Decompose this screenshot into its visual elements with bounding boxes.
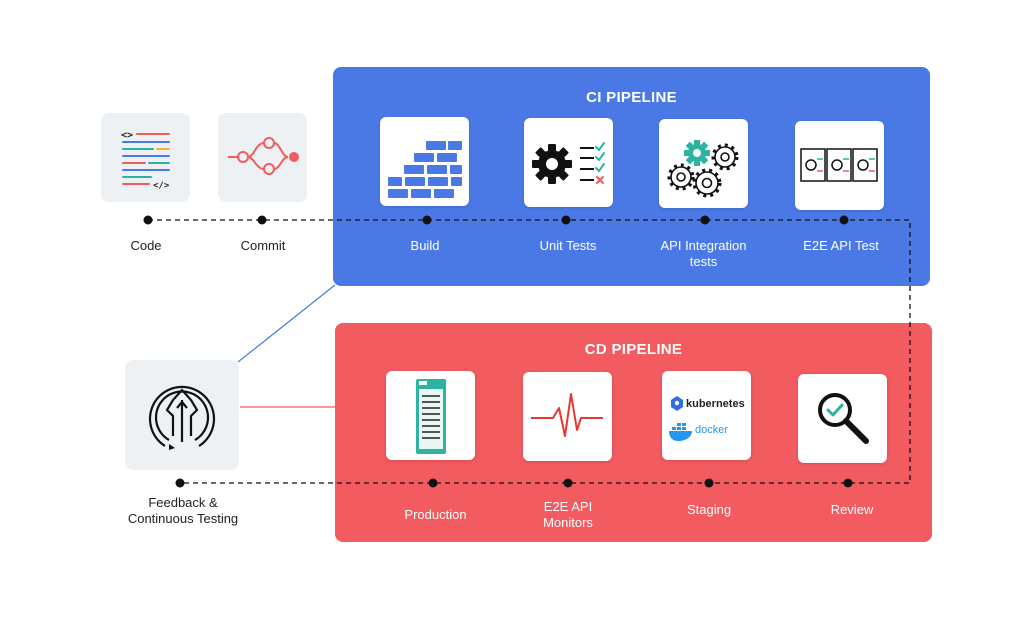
code-label: Code [130, 238, 162, 253]
e2e-api-monitors-card[interactable] [523, 372, 612, 461]
docker-logo-text: docker [695, 424, 728, 436]
gears-icon [667, 140, 739, 198]
code-card[interactable]: <> </> [101, 113, 190, 202]
server-rack-icon [416, 379, 446, 454]
e2e-flow-icon [800, 148, 878, 182]
commit-card[interactable] [218, 113, 307, 202]
svg-text:</>: </> [153, 181, 170, 191]
feedback-card[interactable] [125, 360, 239, 470]
staging-card[interactable]: kubernetes docker [662, 371, 751, 460]
git-commit-icon [228, 137, 299, 175]
cd-pipeline-title: CD PIPELINE [584, 341, 683, 358]
unit-tests-label: Unit Tests [539, 238, 597, 253]
commit-label: Commit [240, 238, 286, 253]
api-integration-label: API Integration tests [660, 238, 747, 269]
staging-label: Staging [686, 502, 732, 517]
code-file-icon: <> </> [121, 130, 170, 191]
review-card[interactable] [798, 374, 887, 463]
review-label: Review [830, 502, 874, 517]
api-integration-card[interactable] [659, 119, 748, 208]
e2e-api-test-card[interactable] [795, 121, 884, 210]
e2e-api-test-label: E2E API Test [803, 238, 879, 253]
feedback-label: Feedback & Continuous Testing [127, 495, 239, 526]
bricks-icon [388, 141, 462, 198]
magnifier-check-icon [818, 393, 869, 444]
e2e-api-monitors-label: E2E API Monitors [543, 499, 593, 530]
flow-dots [143, 215, 853, 488]
production-card[interactable] [386, 371, 475, 460]
gear-checklist-icon [532, 142, 605, 184]
heartbeat-icon [531, 393, 603, 437]
feedback-ci-connector [237, 284, 336, 363]
kubernetes-docker-icon: kubernetes docker [669, 396, 745, 441]
production-label: Production [404, 507, 467, 522]
kubernetes-logo-text: kubernetes [686, 398, 745, 410]
ci-pipeline-title: CI PIPELINE [586, 89, 677, 106]
pipeline-flow-path [148, 219, 911, 484]
build-label: Build [410, 238, 440, 253]
feedback-loop-icon [148, 385, 216, 450]
svg-text:<>: <> [121, 130, 133, 141]
build-card[interactable] [380, 117, 469, 206]
unit-tests-card[interactable] [524, 118, 613, 207]
